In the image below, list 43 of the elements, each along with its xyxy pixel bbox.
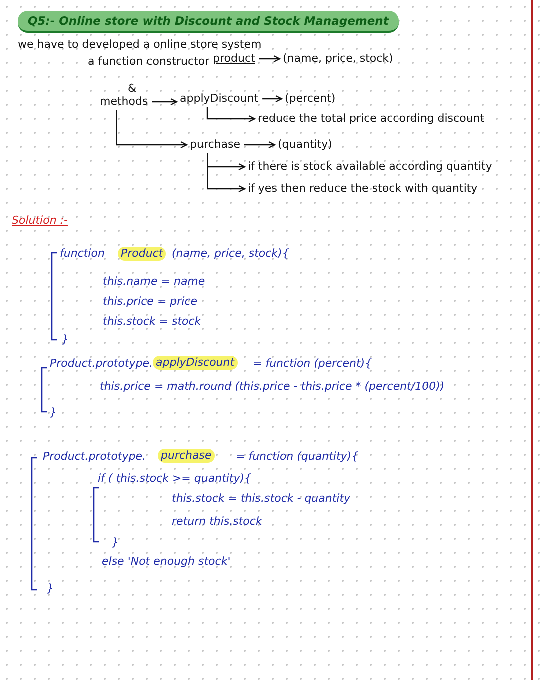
note-text: reduce the total price according discount [258,112,485,126]
code-line: (name, price, stock){ [172,247,290,261]
code-line: this.price = math.round (this.price - this.price * (percent/100)) [100,380,445,394]
title-banner: Q5:- Online store with Discount and Stock Management [18,11,399,33]
constructor-name: product [213,52,256,66]
method-name: applyDiscount [180,92,259,106]
closing-brace: } [50,406,57,420]
parameter-list: (percent) [285,92,336,106]
code-line: this.stock = stock [103,315,202,329]
code-line: = function (quantity){ [236,450,359,464]
code-line: this.stock = this.stock - quantity [172,492,351,506]
highlighted-name: Product [118,247,166,261]
arrow [116,110,188,149]
code-line: = function (percent){ [253,357,372,371]
code-line: Product.prototype. [43,450,146,464]
arrow [259,55,281,63]
note-text: a function constructor [88,55,210,69]
arrow [206,107,256,123]
note-text: & [128,82,137,96]
highlighted-name: purchase [158,449,215,463]
arrow [152,98,178,106]
code-keyword: function [60,247,105,261]
closing-brace: } [112,536,119,550]
code-line: this.name = name [103,275,206,289]
note-text: we have to developed a online store system [18,38,262,52]
highlighted-name: applyDiscount [153,356,238,370]
code-line: else 'Not enough stock' [102,555,231,569]
code-line: Product.prototype. [50,357,154,371]
code-line: return this.stock [172,515,262,529]
code-line: this.price = price [103,295,198,309]
closing-brace: } [47,582,54,596]
parameter-list: (quantity) [278,138,332,152]
arrow [207,153,246,193]
note-text: if there is stock available according quantity [248,160,492,174]
code-line: if ( this.stock >= quantity){ [98,472,252,486]
arrow [262,95,283,103]
method-name: purchase [190,138,240,152]
arrow [244,141,276,149]
closing-brace: } [62,333,69,347]
parameter-list: (name, price, stock) [283,52,394,66]
section-heading: Solution :- [12,214,68,228]
note-text: if yes then reduce the stock with quantity [248,182,478,196]
methods-label: methods [100,95,148,109]
